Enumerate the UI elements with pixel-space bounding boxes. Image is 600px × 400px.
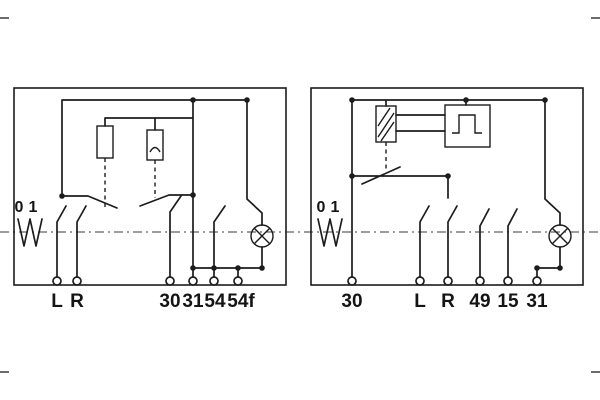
terminal-54f [233, 276, 243, 286]
left-diagram: 0 1 L R 30 31 54 54f [13, 87, 287, 312]
corner-marks [0, 17, 600, 373]
switch-pos-1: 1 [331, 199, 340, 216]
terminal-L [52, 276, 62, 286]
left-terminals: L R 30 31 54 54f [51, 276, 255, 312]
terminal-31 [188, 276, 198, 286]
left-frame [13, 87, 287, 286]
terminal-label-L: L [51, 291, 63, 312]
relay-coil [96, 125, 114, 159]
terminal-label-L: L [414, 291, 426, 312]
right-junction-dots [349, 97, 563, 271]
terminal-label-R: R [70, 291, 84, 312]
left-junction-dots [59, 97, 265, 271]
hazard-switch-icon: 0 1 [15, 199, 43, 247]
right-diagram: 0 1 30 L R 49 15 31 [310, 87, 584, 312]
terminal-R [443, 276, 453, 286]
pulse-generator [444, 104, 491, 148]
terminal-49 [475, 276, 485, 286]
switch-pos-0: 0 [317, 199, 326, 216]
terminal-label-31: 31 [182, 291, 204, 312]
thermal-wire-icon [149, 146, 161, 153]
terminal-R [72, 276, 82, 286]
terminal-15 [503, 276, 513, 286]
terminal-label-54f: 54f [227, 291, 255, 312]
right-terminals: 30 L R 49 15 31 [341, 276, 548, 312]
terminal-31 [532, 276, 542, 286]
terminal-label-30: 30 [341, 291, 362, 312]
terminal-54 [209, 276, 219, 286]
thermal-element [146, 129, 164, 161]
terminal-30 [347, 276, 357, 286]
square-wave-icon [452, 114, 482, 134]
terminal-label-54: 54 [204, 291, 226, 312]
left-linkage [104, 158, 156, 207]
switch-pos-0: 0 [15, 199, 24, 216]
lamp-icon [250, 224, 274, 248]
terminal-label-15: 15 [497, 291, 519, 312]
terminal-label-49: 49 [469, 291, 490, 312]
right-wiring [351, 99, 561, 278]
terminal-label-31: 31 [526, 291, 548, 312]
terminal-30 [165, 276, 175, 286]
left-wiring [56, 99, 263, 278]
lamp-icon [548, 224, 572, 248]
hazard-switch-icon: 0 1 [317, 199, 343, 247]
terminal-label-30: 30 [159, 291, 180, 312]
switch-pos-1: 1 [29, 199, 38, 216]
terminal-L [415, 276, 425, 286]
terminal-label-R: R [441, 291, 455, 312]
relay-coil [375, 105, 397, 143]
